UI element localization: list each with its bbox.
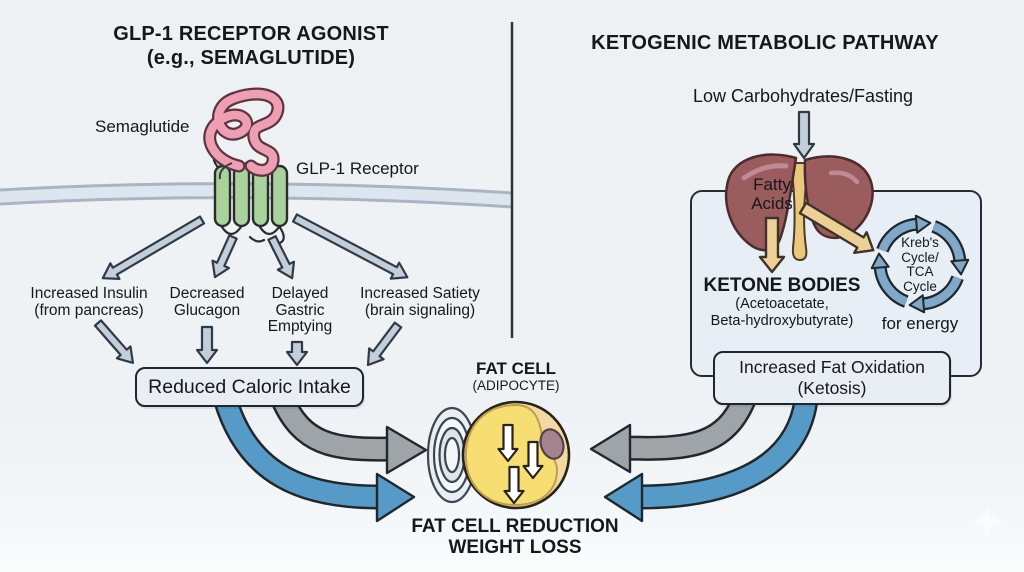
glp1-receptor-label: GLP-1 Receptor xyxy=(296,159,419,178)
effect-line: Increased Satiety xyxy=(360,285,480,302)
glp1-title-line1: GLP-1 RECEPTOR AGONIST xyxy=(113,23,389,45)
trigger-down-arrow xyxy=(792,110,816,160)
effect-outcome-arrows xyxy=(93,319,403,367)
curved-arrow-right-gray xyxy=(589,394,756,474)
ketone-bodies-sub1: (Acetoacetate, xyxy=(735,296,829,312)
effect-line: Glucagon xyxy=(173,301,241,319)
fat-cell-line2: (ADIPOCYTE) xyxy=(472,378,560,393)
krebs-line: Cycle/ xyxy=(901,249,939,265)
reduced-caloric-intake-box: Reduced Caloric Intake xyxy=(135,367,364,407)
shrink-rings-icon xyxy=(426,406,478,504)
fat-cell-line1: FAT CELL xyxy=(476,359,556,378)
semaglutide-peptide-illustration xyxy=(203,87,285,180)
effect-decreased-glucagon: Decreased Glucagon xyxy=(157,285,257,319)
fatty-acids-line: Fatty xyxy=(753,175,791,194)
fat-cell-illustration xyxy=(461,400,571,510)
low-carb-fasting-label: Low Carbohydrates/Fasting xyxy=(692,86,914,106)
for-energy-label: for energy xyxy=(881,314,959,333)
effect-increased-satiety: Increased Satiety (brain signaling) xyxy=(345,285,495,319)
weight-loss-result-label: FAT CELL REDUCTION WEIGHT LOSS xyxy=(382,516,648,558)
fat-oxidation-line1: Increased Fat Oxidation xyxy=(739,357,925,377)
result-line1: FAT CELL REDUCTION xyxy=(411,516,619,537)
glp1-title-line2: (e.g., SEMAGLUTIDE) xyxy=(146,47,356,69)
fatty-acid-arrows xyxy=(758,201,875,274)
sparkle-watermark-icon xyxy=(971,506,1003,538)
increased-fat-oxidation-box: Increased Fat Oxidation (Ketosis) xyxy=(713,351,951,405)
effect-line: Emptying xyxy=(267,318,333,335)
effect-line: Gastric xyxy=(275,301,325,319)
krebs-line: TCA xyxy=(906,264,934,279)
glp1-title: GLP-1 RECEPTOR AGONIST (e.g., SEMAGLUTID… xyxy=(41,22,461,70)
fatty-acids-label: Fatty Acids xyxy=(737,175,807,213)
fat-cell-label: FAT CELL (ADIPOCYTE) xyxy=(438,359,594,394)
krebs-line: Kreb's xyxy=(901,235,939,250)
effect-line: Increased Insulin xyxy=(30,285,148,302)
ketone-bodies-sub2: Beta-hydroxybutyrate) xyxy=(710,312,854,329)
reduced-caloric-intake-label: Reduced Caloric Intake xyxy=(148,375,351,398)
cell-shrink-down-arrows xyxy=(497,423,544,505)
effect-line: Decreased xyxy=(169,285,245,302)
fatty-acids-line: Acids xyxy=(751,193,793,213)
curved-arrow-left-gray xyxy=(270,392,428,475)
ketone-bodies-label: KETONE BODIES (Acetoacetate, Beta-hydrox… xyxy=(662,275,902,329)
effect-increased-insulin: Increased Insulin (from pancreas) xyxy=(14,285,164,319)
krebs-line: Cycle xyxy=(903,278,937,294)
krebs-cycle-label: Kreb's Cycle/ TCA Cycle xyxy=(880,235,960,294)
curved-arrow-right-blue xyxy=(603,397,819,523)
curved-arrow-left-blue xyxy=(212,394,416,523)
effect-delayed-gastric-emptying: Delayed Gastric Emptying xyxy=(252,285,348,336)
result-line2: WEIGHT LOSS xyxy=(448,537,582,558)
effect-line: (from pancreas) xyxy=(34,301,144,319)
ketone-bodies-title: KETONE BODIES xyxy=(703,275,861,296)
effect-line: (brain signaling) xyxy=(364,301,476,319)
semaglutide-label: Semaglutide xyxy=(95,117,190,136)
cell-nucleus xyxy=(539,428,565,460)
receptor-effect-arrows xyxy=(101,213,409,280)
ketogenic-title: KETOGENIC METABOLIC PATHWAY xyxy=(591,32,939,54)
effect-line: Delayed xyxy=(271,285,329,302)
fat-oxidation-line2: (Ketosis) xyxy=(797,378,867,398)
